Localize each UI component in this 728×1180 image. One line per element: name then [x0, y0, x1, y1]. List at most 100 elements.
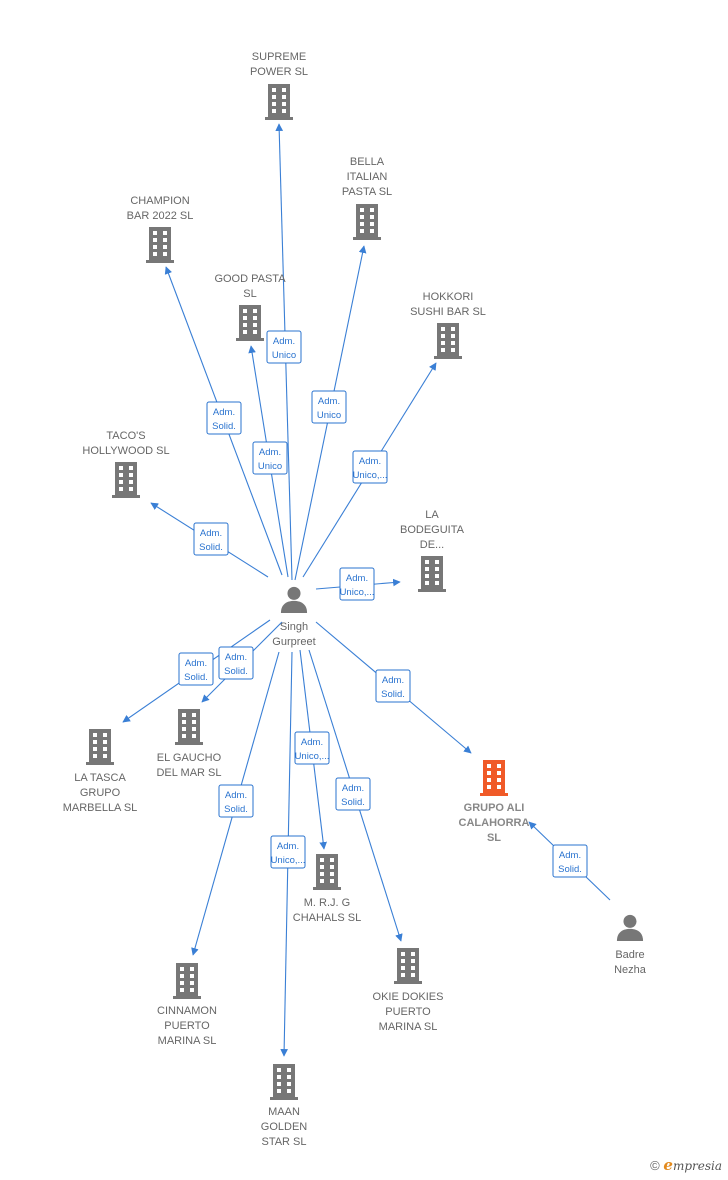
relation-label-text: Adm.: [200, 528, 222, 539]
company-name-line: GOLDEN: [261, 1121, 308, 1133]
person-name-line: Badre: [615, 949, 644, 961]
relation-label-singh-grupoali[interactable]: Adm. Solid.: [375, 669, 411, 703]
building-icon: [394, 948, 422, 984]
relation-label-text: Adm.: [342, 783, 364, 794]
company-node-elgaucho[interactable]: EL GAUCHO DEL MAR SL: [156, 709, 222, 779]
relation-label-text: Adm.: [273, 336, 295, 347]
person-icon: [616, 914, 644, 941]
relation-label-text: Solid.: [212, 421, 236, 432]
company-name-line: GRUPO ALI: [464, 802, 525, 814]
building-icon: [270, 1064, 298, 1100]
company-name-line: DE...: [420, 539, 444, 551]
company-name-line: CALAHORRA: [459, 817, 530, 829]
relation-label-text: Adm.: [225, 790, 247, 801]
company-name-line: SUSHI BAR SL: [410, 306, 486, 318]
company-name-line: TACO'S: [106, 430, 145, 442]
relation-label-text: Adm.: [359, 456, 381, 467]
company-name-line: HOKKORI: [423, 291, 474, 303]
relation-label-text: Unico,...: [353, 470, 388, 481]
relation-label-text: Solid.: [224, 804, 248, 815]
relation-label-singh-maan[interactable]: Adm.Unico,...: [270, 835, 306, 869]
company-node-supreme[interactable]: SUPREME POWER SL: [250, 51, 308, 120]
company-name-line: DEL MAR SL: [156, 767, 221, 779]
company-name-line: LA: [425, 509, 439, 521]
company-name-line: BAR 2022 SL: [127, 210, 194, 222]
building-icon: [173, 963, 201, 999]
person-icon: [280, 586, 308, 613]
copyright-symbol: ©: [650, 1158, 660, 1173]
company-node-goodpasta[interactable]: GOOD PASTA SL: [214, 273, 286, 341]
company-name-line: EL GAUCHO: [157, 752, 222, 764]
relation-label-singh-champion[interactable]: Adm.Solid.: [206, 401, 242, 435]
company-name-line: MARINA SL: [379, 1021, 438, 1033]
person-name-line: Nezha: [614, 964, 647, 976]
relation-label-text: Adm.: [382, 675, 404, 686]
company-node-bodeguita[interactable]: LA BODEGUITA DE...: [400, 509, 465, 592]
relation-label-text: Solid.: [224, 666, 248, 677]
company-node-okie[interactable]: OKIE DOKIES PUERTO MARINA SL: [373, 948, 444, 1033]
relation-label-singh-bodeguita[interactable]: Adm.Unico,...: [339, 567, 375, 601]
relation-label-singh-goodpasta[interactable]: Adm. Unico: [252, 441, 288, 475]
relation-label-text: Adm.: [318, 396, 340, 407]
company-node-hokkori[interactable]: HOKKORI SUSHI BAR SL: [410, 291, 486, 359]
company-name-line: MARBELLA SL: [63, 802, 138, 814]
person-name-line: Singh: [280, 621, 308, 633]
company-name-line: ITALIAN: [347, 171, 388, 183]
company-name-line: PUERTO: [164, 1020, 210, 1032]
company-name-line: BELLA: [350, 156, 385, 168]
relation-label-singh-tacos[interactable]: Adm.Solid.: [193, 522, 229, 556]
company-name-line: OKIE DOKIES: [373, 991, 444, 1003]
relation-label-singh-elgaucho[interactable]: Adm. Solid.: [218, 646, 254, 680]
company-name-line: PUERTO: [385, 1006, 431, 1018]
company-name-line: STAR SL: [261, 1136, 306, 1148]
relation-label-text: Adm.: [301, 737, 323, 748]
footer-brand: © empresia: [650, 1156, 722, 1174]
company-name-line: GRUPO: [80, 787, 121, 799]
relation-label-singh-bella[interactable]: Adm. Unico: [311, 390, 347, 424]
building-icon: [480, 760, 508, 796]
relation-label-text: Solid.: [381, 689, 405, 700]
building-icon: [434, 323, 462, 359]
empresia-logo: empresia: [663, 1156, 722, 1174]
company-node-maan[interactable]: MAAN GOLDEN STAR SL: [261, 1064, 308, 1148]
company-name-line: SUPREME: [252, 51, 306, 63]
relation-label-singh-okie[interactable]: Adm. Solid.: [335, 777, 371, 811]
relation-label-text: Solid.: [341, 797, 365, 808]
company-name-line: GOOD PASTA: [214, 273, 286, 285]
company-name-line: CHAHALS SL: [293, 912, 361, 924]
company-name-line: SL: [243, 288, 256, 300]
relation-label-singh-latasca[interactable]: Adm.Solid.: [178, 652, 214, 686]
relation-label-text: Unico: [258, 461, 282, 472]
building-icon: [112, 462, 140, 498]
company-name-line: SL: [487, 832, 501, 844]
relation-label-singh-cinnamon[interactable]: Adm. Solid.: [218, 784, 254, 818]
relation-label-text: Unico: [317, 410, 341, 421]
company-name-line: POWER SL: [250, 66, 308, 78]
relation-label-singh-mrj[interactable]: Adm. Unico,...: [294, 731, 330, 765]
relation-label-text: Unico,...: [295, 751, 330, 762]
company-name-line: BODEGUITA: [400, 524, 465, 536]
relation-label-text: Unico,...: [271, 855, 306, 866]
building-icon: [236, 305, 264, 341]
building-icon: [313, 854, 341, 890]
company-name-line: MARINA SL: [158, 1035, 217, 1047]
relation-label-text: Adm.: [259, 447, 281, 458]
relation-label-singh-supreme[interactable]: Adm.Unico: [266, 330, 302, 364]
relation-label-singh-hokkori[interactable]: Adm. Unico,...: [352, 450, 388, 484]
relation-label-badre-grupoali[interactable]: Adm.Solid.: [552, 844, 588, 878]
company-node-grupoali[interactable]: GRUPO ALI CALAHORRA SL: [459, 760, 530, 844]
company-name-line: MAAN: [268, 1106, 300, 1118]
building-icon: [353, 204, 381, 240]
relation-label-text: Adm.: [225, 652, 247, 663]
building-icon: [175, 709, 203, 745]
relation-label-text: Adm.: [185, 658, 207, 669]
